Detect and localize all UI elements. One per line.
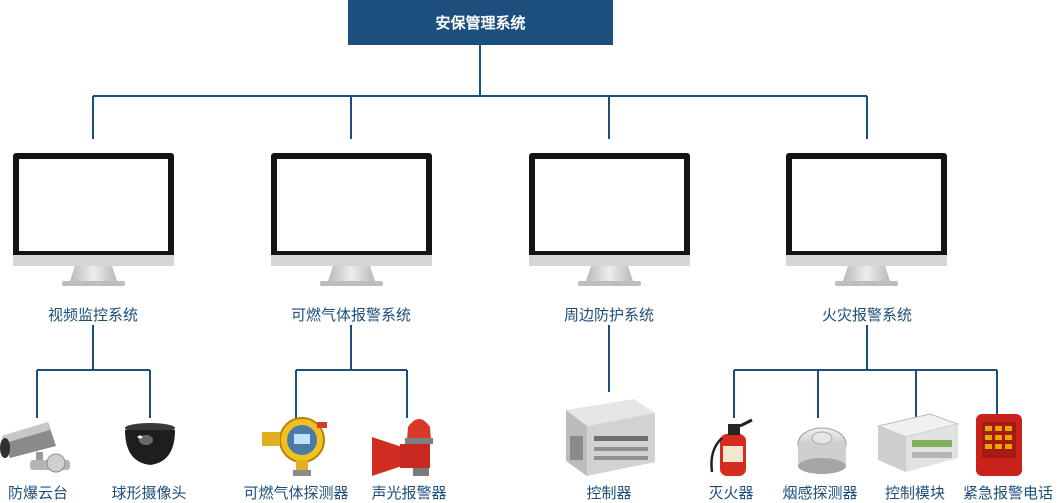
connector-lines [36, 45, 998, 418]
device-label-emergency-phone: 紧急报警电话 [962, 484, 1054, 502]
emergency-phone-icon [976, 414, 1022, 476]
explosion-proof-camera-icon [0, 422, 70, 473]
system-label-fire: 火灾报警系统 [821, 306, 913, 324]
monitor-video-icon [13, 153, 174, 286]
monitor-gas-icon [271, 153, 432, 286]
system-label-perimeter: 周边防护系统 [563, 306, 655, 324]
monitor-fire-icon [786, 153, 947, 286]
device-label-extinguisher: 灭火器 [708, 484, 754, 502]
device-label-smoke-detector: 烟感探测器 [782, 484, 858, 502]
device-label-controller: 控制器 [586, 484, 632, 502]
device-label-siren: 声光报警器 [371, 484, 447, 502]
controller-unit-icon [566, 399, 655, 476]
fire-extinguisher-icon [710, 418, 753, 476]
root-node-label: 安保管理系统 [435, 14, 526, 32]
system-label-video: 视频监控系统 [47, 306, 139, 324]
control-module-icon [876, 413, 960, 472]
smoke-detector-icon [797, 427, 847, 474]
device-label-control-module: 控制模块 [884, 484, 946, 502]
dome-camera-icon [125, 423, 175, 465]
device-label-explosion-camera: 防爆云台 [7, 484, 69, 502]
monitor-perimeter-icon [529, 153, 690, 286]
siren-icon [372, 419, 433, 476]
system-label-gas: 可燃气体报警系统 [290, 306, 412, 324]
root-node: 安保管理系统 [348, 0, 613, 45]
gas-detector-icon [262, 417, 327, 476]
device-label-dome-camera: 球形摄像头 [111, 484, 187, 502]
device-label-gas-detector: 可燃气体探测器 [243, 484, 349, 502]
